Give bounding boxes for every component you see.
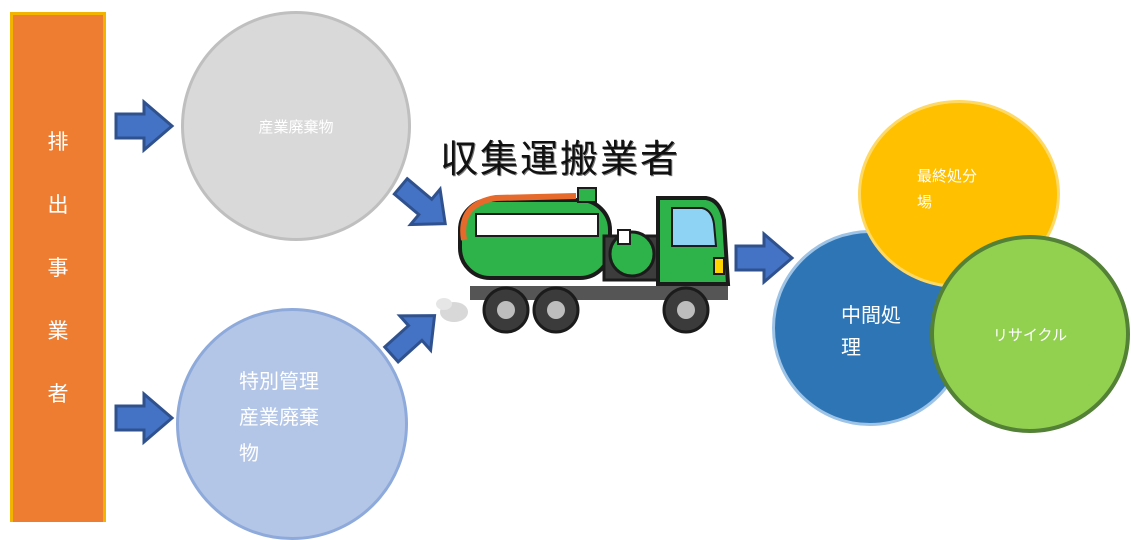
arrow-up-right-icon — [382, 314, 437, 364]
truck-icon — [436, 187, 731, 334]
emitter-char: 業 — [47, 319, 69, 343]
special-waste-line: 物 — [239, 441, 259, 465]
collector-title: 収集運搬業者 — [440, 137, 681, 181]
special-waste-line: 産業廃棄 — [239, 405, 319, 429]
industrial-waste-node: 産業廃棄物 — [181, 11, 411, 241]
special-waste-line: 特別管理 — [239, 369, 319, 393]
final-disposal-line: 場 — [917, 193, 933, 211]
emitter-bar: 排 出 事 業 者 — [10, 12, 106, 522]
recycle-label: リサイクル — [992, 325, 1068, 344]
intermediate-line: 理 — [841, 335, 861, 359]
arrow-right-icon — [114, 98, 175, 154]
emitter-char: 事 — [47, 256, 69, 280]
recycle-node: リサイクル — [930, 235, 1130, 433]
arrow-right-icon — [734, 230, 795, 286]
arrow-right-icon — [114, 390, 175, 446]
final-disposal-node: 最終処分 場 — [858, 100, 1060, 288]
intermediate-line: 中間処 — [841, 303, 901, 327]
emitter-char: 排 — [47, 130, 69, 154]
special-waste-node: 特別管理 産業廃棄 物 — [176, 308, 408, 540]
emitter-char: 出 — [47, 193, 69, 217]
emitter-char: 者 — [47, 382, 69, 406]
industrial-waste-label: 産業廃棄物 — [258, 117, 334, 136]
final-disposal-line: 最終処分 — [917, 167, 978, 185]
arrow-down-right-icon — [392, 176, 447, 227]
